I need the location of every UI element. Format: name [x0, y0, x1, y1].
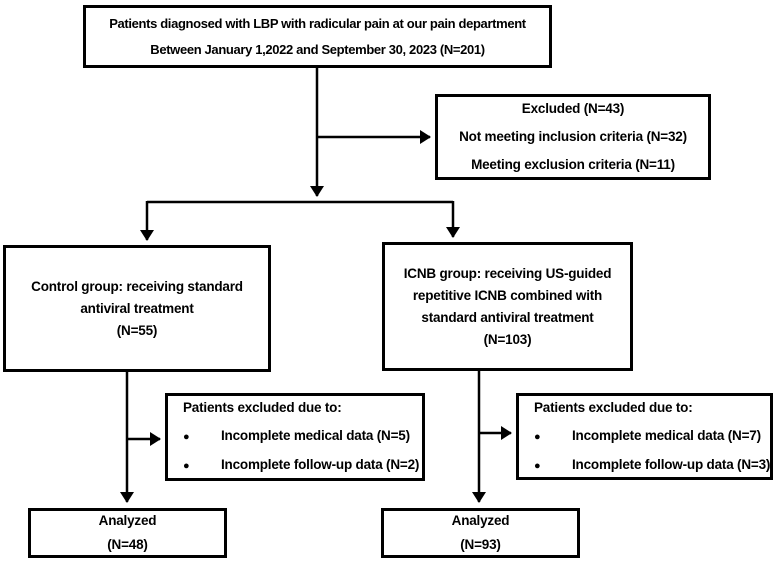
bullet-icon: ● [534, 430, 541, 443]
control-excluded-reason-2: Incomplete follow-up data (N=2) [221, 457, 420, 472]
icnb-analyzed-count: (N=93) [460, 537, 501, 552]
control-excluded-reason-1: Incomplete medical data (N=5) [221, 428, 410, 443]
bullet-icon: ● [183, 460, 190, 472]
enrollment-line-2: Between January 1,2022 and September 30,… [150, 41, 485, 57]
excluded-box: Excluded (N=43) Not meeting inclusion cr… [435, 94, 711, 180]
excluded-title: Excluded (N=43) [521, 101, 625, 116]
control-excluded-box: Patients excluded due to: ● Incomplete m… [165, 393, 425, 481]
excluded-reason-1: Not meeting inclusion criteria (N=32) [459, 129, 687, 144]
list-item: ● Incomplete medical data (N=5) [183, 422, 416, 451]
icnb-excluded-reason-2: Incomplete follow-up data (N=3) [572, 456, 771, 472]
icnb-group-box: ICNB group: receiving US-guided repetiti… [382, 242, 633, 371]
bullet-icon: ● [183, 431, 190, 443]
icnb-group-count: (N=103) [483, 331, 532, 347]
excluded-reason-2: Meeting exclusion criteria (N=11) [471, 157, 675, 172]
control-analyzed-box: Analyzed (N=48) [28, 508, 227, 558]
list-item: ● Incomplete follow-up data (N=2) [183, 451, 420, 480]
control-group-count: (N=55) [116, 322, 158, 338]
control-group-line-2: antiviral treatment [80, 300, 194, 316]
icnb-group-line-1: ICNB group: receiving US-guided [403, 265, 612, 281]
control-group-box: Control group: receiving standard antivi… [3, 245, 271, 372]
control-group-line-1: Control group: receiving standard [31, 278, 243, 294]
control-analyzed-label: Analyzed [98, 513, 157, 528]
enrollment-box: Patients diagnosed with LBP with radicul… [83, 5, 552, 68]
enrollment-line-1: Patients diagnosed with LBP with radicul… [109, 15, 526, 31]
control-excluded-title: Patients excluded due to: [183, 400, 342, 415]
list-item: ● Incomplete follow-up data (N=3) [534, 451, 770, 480]
control-analyzed-count: (N=48) [107, 537, 148, 552]
icnb-group-line-2: repetitive ICNB combined with [412, 287, 603, 303]
icnb-analyzed-box: Analyzed (N=93) [381, 508, 580, 558]
icnb-group-line-3: standard antiviral treatment [421, 309, 594, 325]
icnb-excluded-title: Patients excluded due to: [534, 399, 693, 415]
icnb-excluded-box: Patients excluded due to: ● Incomplete m… [516, 393, 773, 480]
list-item: ● Incomplete medical data (N=7) [534, 422, 764, 451]
icnb-excluded-reason-1: Incomplete medical data (N=7) [572, 427, 761, 443]
icnb-analyzed-label: Analyzed [451, 513, 510, 528]
bullet-icon: ● [534, 459, 541, 472]
